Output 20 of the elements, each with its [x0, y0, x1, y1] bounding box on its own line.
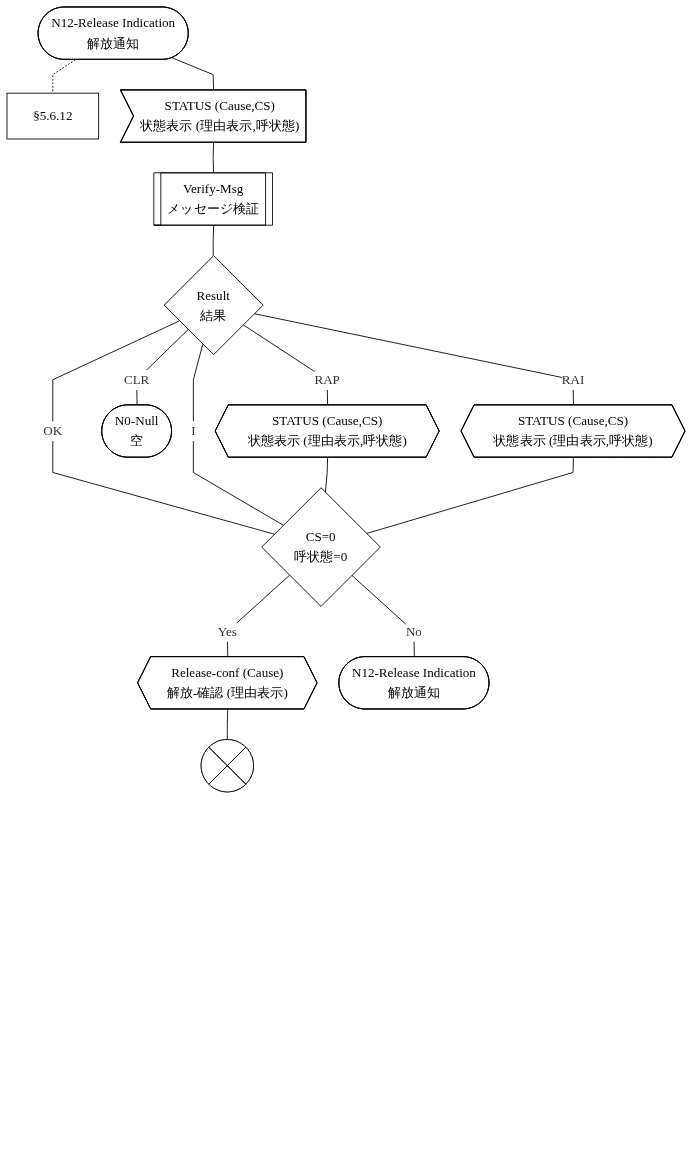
connector — [212, 142, 215, 174]
connector — [226, 708, 229, 740]
edge-label: RAI — [561, 372, 585, 387]
edge-label: CLR — [123, 372, 150, 387]
connector — [226, 574, 290, 658]
connector — [171, 57, 215, 91]
connector — [351, 574, 415, 658]
node-diamond: Result 結果 — [163, 255, 264, 356]
connector — [324, 457, 329, 493]
connector — [253, 313, 574, 406]
connector — [212, 225, 215, 257]
edge-label: RAP — [314, 372, 340, 387]
edge-label: No — [405, 624, 422, 639]
node-diamond: CS=0 呼状態=0 — [261, 487, 381, 607]
edge-label: OK — [43, 423, 63, 438]
edge-label: Yes — [217, 624, 237, 639]
edge-label: I — [191, 423, 196, 438]
node-box: §5.6.12 — [6, 92, 100, 140]
connector — [52, 320, 275, 535]
connector — [192, 343, 284, 526]
